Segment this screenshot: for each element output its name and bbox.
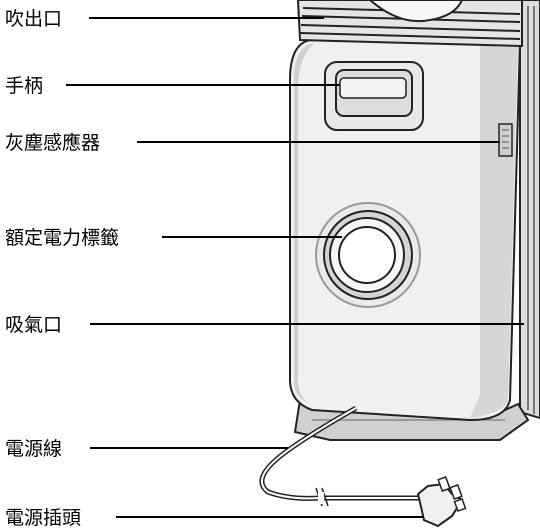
outlet-grille (296, 0, 523, 48)
power-plug (416, 476, 467, 528)
label-dust-sensor: 灰塵感應器 (5, 131, 100, 154)
air-purifier-illustration (259, 0, 540, 528)
rating-label-ring (315, 202, 421, 308)
power-cord (259, 405, 420, 507)
handle (324, 61, 424, 131)
leader-lines (66, 17, 524, 518)
labels: 吹出口 手柄 灰塵感應器 額定電力標籤 吸氣口 電源線 電源插頭 (5, 8, 119, 528)
label-inlet: 吸氣口 (5, 314, 62, 336)
label-power-cord: 電源線 (5, 438, 62, 460)
label-power-plug: 電源插頭 (5, 507, 81, 528)
label-handle: 手柄 (5, 75, 43, 97)
label-outlet: 吹出口 (5, 8, 62, 30)
label-rating-label: 額定電力標籤 (5, 227, 119, 249)
dust-sensor (498, 123, 513, 157)
